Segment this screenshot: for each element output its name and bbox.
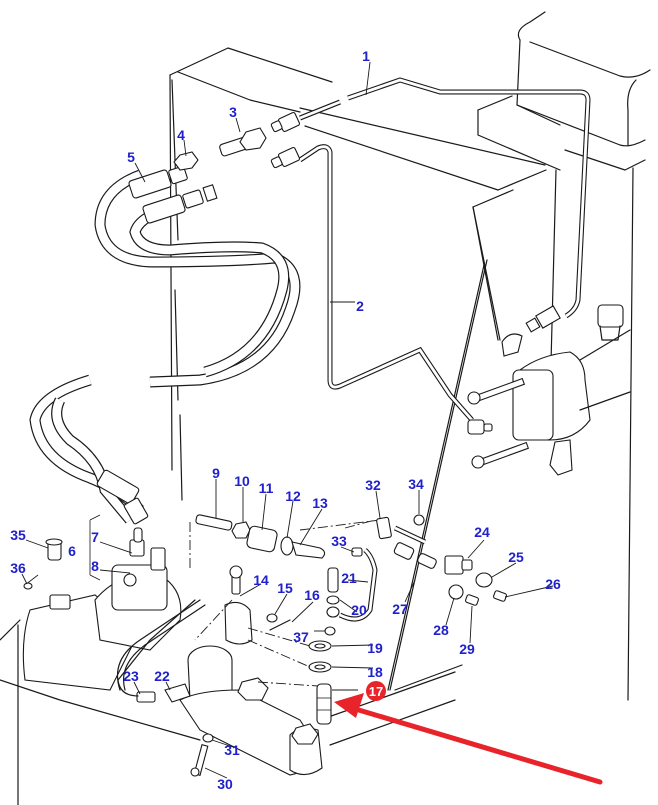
- highlight-arrow: [334, 693, 603, 785]
- part-callout-2[interactable]: 2: [356, 298, 364, 314]
- part-callout-16[interactable]: 16: [304, 587, 320, 603]
- part-callout-3[interactable]: 3: [229, 104, 237, 120]
- part-callout-11[interactable]: 11: [259, 480, 274, 496]
- part-callout-25[interactable]: 25: [508, 549, 524, 565]
- part-callout-22[interactable]: 22: [154, 668, 170, 684]
- part-callout-23[interactable]: 23: [123, 668, 139, 684]
- part-callout-8[interactable]: 8: [91, 558, 99, 574]
- pipe-2: [270, 144, 493, 435]
- pump-assembly: [22, 514, 206, 691]
- part-callout-30[interactable]: 30: [217, 776, 233, 792]
- linkage-9-13: [189, 514, 381, 570]
- part-callout-6[interactable]: 6: [68, 543, 76, 559]
- part-callout-36[interactable]: 36: [10, 560, 26, 576]
- part-callout-9[interactable]: 9: [212, 465, 220, 481]
- leader-lines: [21, 61, 554, 779]
- valve-block-right: [467, 304, 631, 476]
- part-callout-31[interactable]: 31: [224, 742, 240, 758]
- part-callout-1[interactable]: 1: [362, 48, 370, 64]
- part-callout-14[interactable]: 14: [253, 572, 269, 588]
- part-callout-12[interactable]: 12: [285, 488, 301, 504]
- part-callout-21[interactable]: 21: [341, 570, 357, 586]
- flexible-hoses: [29, 127, 301, 525]
- part-callout-26[interactable]: 26: [545, 576, 561, 592]
- part-callout-5[interactable]: 5: [127, 149, 135, 165]
- right-fittings: [344, 514, 507, 606]
- part-callout-15[interactable]: 15: [277, 580, 293, 596]
- part-callout-34[interactable]: 34: [408, 476, 424, 492]
- part-callout-27[interactable]: 27: [392, 601, 408, 617]
- part-callout-24[interactable]: 24: [474, 524, 490, 540]
- part-callout-13[interactable]: 13: [312, 495, 328, 511]
- part-callout-29[interactable]: 29: [459, 641, 475, 657]
- part-callout-18[interactable]: 18: [367, 664, 383, 680]
- pipe-1: [270, 77, 591, 333]
- part-callout-33[interactable]: 33: [331, 533, 347, 549]
- part-callout-28[interactable]: 28: [433, 622, 449, 638]
- machine-body-outline: [0, 11, 651, 805]
- highlight-badge: [366, 681, 386, 701]
- part-callout-17[interactable]: 17: [369, 684, 383, 699]
- part-callout-10[interactable]: 10: [234, 473, 250, 489]
- center-valve-assembly: [117, 548, 378, 777]
- part-callout-37[interactable]: 37: [293, 629, 309, 645]
- part-callout-4[interactable]: 4: [177, 127, 185, 143]
- part-callout-20[interactable]: 20: [351, 602, 367, 618]
- part-callout-7[interactable]: 7: [91, 529, 99, 545]
- part-callout-35[interactable]: 35: [10, 527, 26, 543]
- part-callout-19[interactable]: 19: [367, 640, 383, 656]
- part-callout-32[interactable]: 32: [365, 477, 381, 493]
